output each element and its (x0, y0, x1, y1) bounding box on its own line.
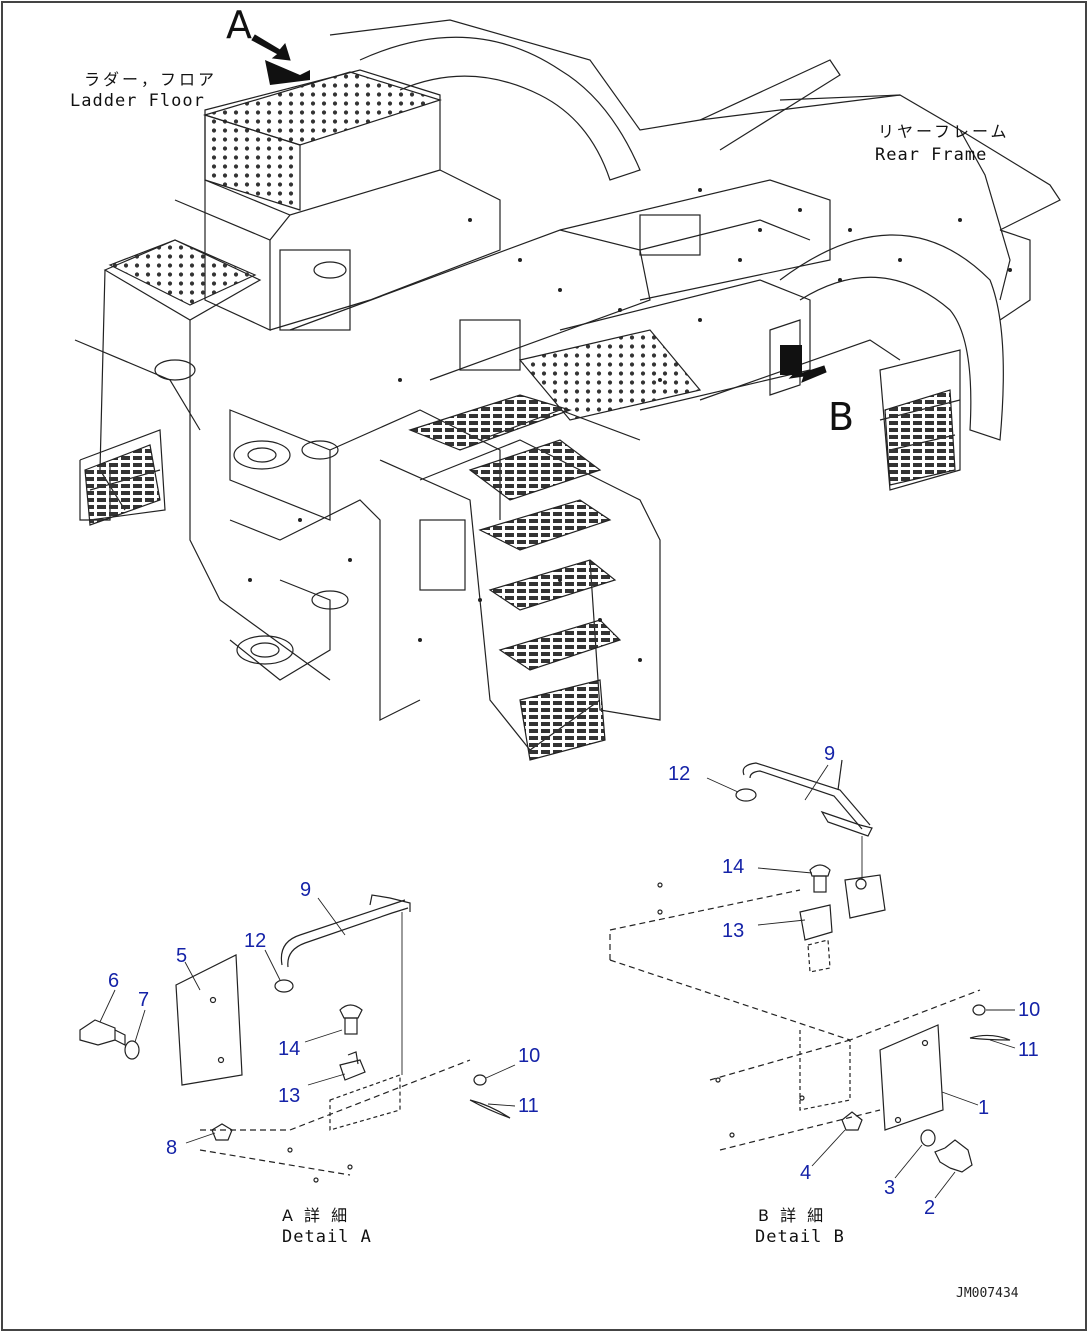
view-a-letter: A (226, 3, 252, 47)
detail-a-drawing (79, 894, 516, 1183)
callout-a-5: 5 (176, 945, 188, 967)
cover-plate-5 (175, 954, 243, 1086)
callout-b-9: 9 (824, 743, 836, 765)
rear-frame-label-jp: リヤーフレーム (878, 122, 1010, 141)
callout-a-6: 6 (108, 970, 120, 992)
ladder-floor-label-en: Ladder Floor (70, 91, 205, 111)
callout-a-7: 7 (138, 989, 150, 1011)
callout-a-13: 13 (278, 1085, 301, 1107)
cover-plate-1 (879, 1024, 944, 1131)
callout-b-3: 3 (884, 1177, 896, 1199)
callout-a-10: 10 (518, 1045, 541, 1067)
rear-frame-label-en: Rear Frame (875, 145, 988, 165)
callout-a-12: 12 (244, 930, 267, 952)
callout-a-14: 14 (278, 1038, 301, 1060)
callout-b-12: 12 (668, 763, 691, 785)
view-b-letter: B (828, 395, 855, 439)
callout-a-8: 8 (166, 1137, 178, 1159)
callout-a-9: 9 (300, 879, 312, 901)
detail-b-drawing (609, 759, 1016, 1199)
callout-b-2: 2 (924, 1197, 936, 1219)
callout-a-11: 11 (518, 1095, 539, 1117)
stair-treads (84, 389, 956, 761)
callout-b-1: 1 (978, 1097, 990, 1119)
callout-b-10: 10 (1018, 999, 1041, 1021)
detail-b-caption-en: Detail B (755, 1227, 845, 1247)
ladder-floor-plates (108, 71, 702, 421)
detail-a-caption-en: Detail A (282, 1227, 372, 1247)
view-arrow-b-graphic (780, 345, 827, 383)
callout-b-4: 4 (800, 1162, 812, 1184)
callout-b-14: 14 (722, 856, 745, 878)
detail-b-caption-jp: B 詳 細 (758, 1206, 827, 1225)
callout-b-11: 11 (1018, 1039, 1039, 1061)
callout-b-13: 13 (722, 920, 745, 942)
ladder-floor-label-jp: ラダー，フロア (84, 70, 218, 89)
view-arrow-a-graphic (251, 34, 310, 85)
detail-a-caption-jp: A 詳 細 (282, 1206, 351, 1225)
document-id: JM007434 (956, 1286, 1019, 1301)
